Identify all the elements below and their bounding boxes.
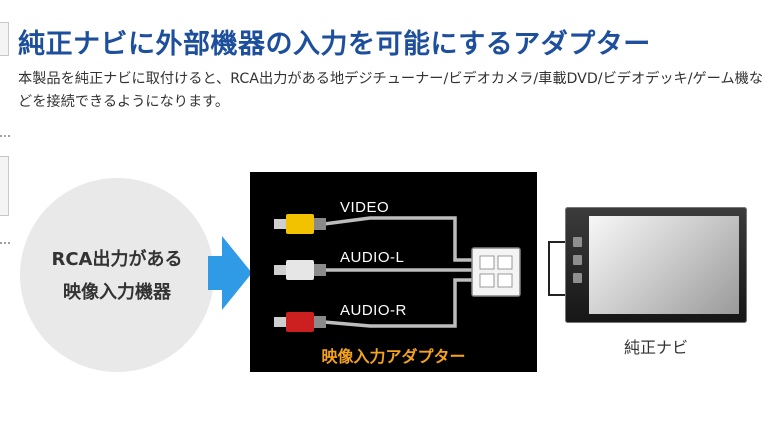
adapter-name-label: 映像入力アダプター: [321, 347, 466, 366]
dotted-divider: [0, 135, 10, 137]
side-tab-fragment: [0, 156, 9, 216]
arrow-right-icon: [208, 236, 252, 310]
adapter-wiring: [274, 214, 521, 332]
adapter-connector-block: [471, 247, 521, 297]
side-tab-fragment: [0, 22, 9, 56]
source-device-label-line1: RCA出力がある: [51, 249, 183, 270]
navi-label: 純正ナビ: [623, 338, 688, 357]
signal-label-audio-l: AUDIO-L: [340, 249, 405, 266]
product-description: 本製品を純正ナビに取付けると、RCA出力がある地デジチューナー/ビデオカメラ/車…: [18, 71, 764, 110]
source-device-circle: RCA出力がある 映像入力機器: [20, 178, 214, 372]
navi-button-icon: [573, 255, 582, 265]
page-title: 純正ナビに外部機器の入力を可能にするアダプター: [18, 29, 651, 60]
navi-button-icon: [573, 237, 582, 247]
rca-plug-video: [274, 214, 326, 234]
dotted-divider: [0, 242, 10, 244]
source-device-label-line2: 映像入力機器: [63, 282, 171, 303]
signal-label-video: VIDEO: [340, 199, 390, 216]
adapter-panel: VIDEO AUDIO-L AUDIO-R 映像入力アダプター: [250, 172, 537, 372]
rca-plug-audio-r: [274, 312, 326, 332]
navi-screen: [589, 216, 739, 314]
navi-unit-image: [565, 207, 747, 323]
navi-button-icon: [573, 273, 582, 283]
signal-label-audio-r: AUDIO-R: [340, 302, 407, 319]
rca-plug-audio-l: [274, 260, 326, 280]
navi-connection-line: [548, 241, 568, 296]
